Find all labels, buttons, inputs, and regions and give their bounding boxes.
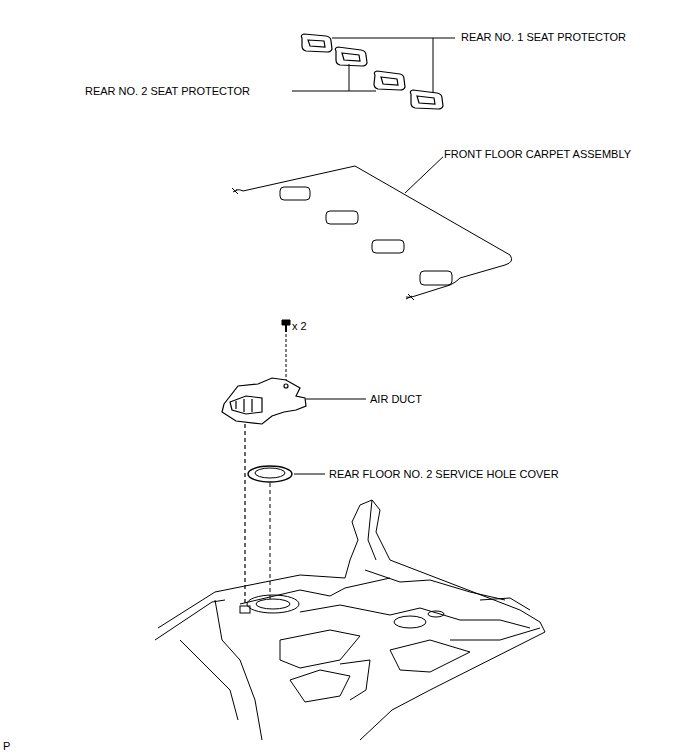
quantity-label: x 2 bbox=[291, 320, 308, 333]
leader-line bbox=[292, 38, 455, 93]
part-label: REAR NO. 2 SEAT PROTECTOR bbox=[84, 85, 251, 98]
seat-protector bbox=[301, 34, 443, 109]
floor-carpet bbox=[232, 154, 512, 300]
part-label: AIR DUCT bbox=[369, 393, 423, 406]
air-duct bbox=[222, 378, 366, 606]
part-label: FRONT FLOOR CARPET ASSEMBLY bbox=[443, 148, 632, 161]
screw bbox=[282, 320, 290, 382]
part-label: REAR FLOOR NO. 2 SERVICE HOLE COVER bbox=[328, 468, 560, 481]
part-label: REAR NO. 1 SEAT PROTECTOR bbox=[460, 31, 627, 44]
vehicle-floor bbox=[155, 500, 545, 740]
figure-code: P bbox=[2, 740, 11, 753]
service-hole-cover bbox=[248, 466, 325, 600]
